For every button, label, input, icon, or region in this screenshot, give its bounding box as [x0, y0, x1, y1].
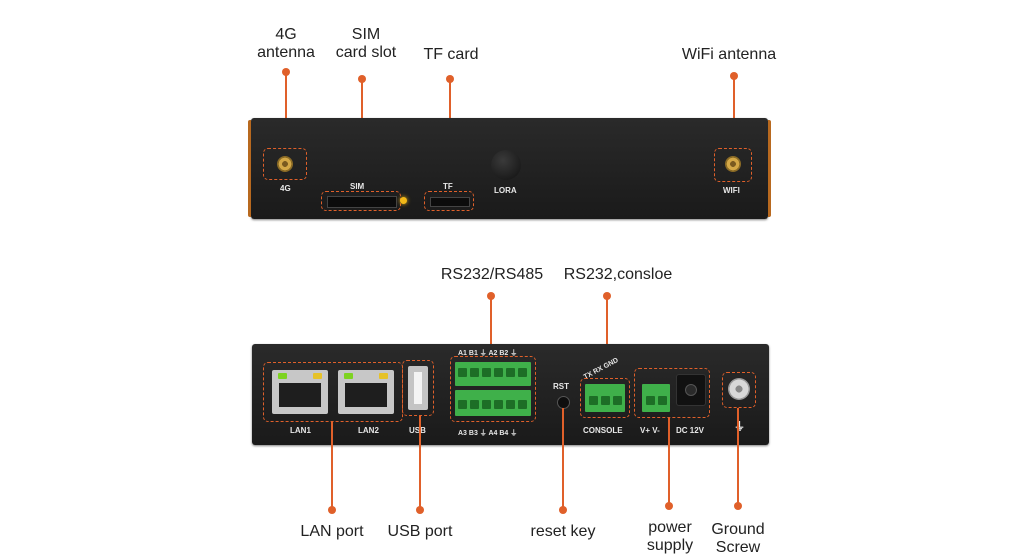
- ground-screw-icon[interactable]: [728, 378, 750, 400]
- callout-ground-line2: Screw: [715, 539, 761, 556]
- console-terminal-highlight: [580, 378, 630, 418]
- callout-tf-card: TF card: [423, 46, 479, 63]
- label-dc-12v: DC 12V: [676, 426, 705, 435]
- callout-ground-line1: Ground: [711, 521, 765, 538]
- terminal-pin: [506, 400, 515, 409]
- callout-ground-screw: Ground Screw: [702, 521, 774, 557]
- label-terminal-top: A1 B1 ⏚ A2 B2 ⏚: [458, 350, 518, 357]
- callout-lan-port: LAN port: [300, 523, 364, 540]
- terminal-pin: [458, 368, 467, 377]
- terminal-pin: [518, 368, 527, 377]
- 4g-antenna-highlight: [263, 148, 307, 180]
- top-device-panel: 4G SIM TF LORA WIFI: [248, 118, 771, 219]
- callout-rs232-console: RS232,consloe: [563, 266, 673, 283]
- callout-sim-line2: card slot: [335, 44, 397, 61]
- lan1-activity-led-icon: [313, 373, 322, 379]
- label-lan2: LAN2: [358, 426, 379, 435]
- usb-tongue: [414, 372, 422, 404]
- terminal-pin: [518, 400, 527, 409]
- callout-line-usb: [419, 416, 421, 508]
- callout-4g-antenna-line1: 4G: [275, 26, 297, 43]
- lan1-link-led-icon: [278, 373, 287, 379]
- callout-power-supply: power supply: [638, 519, 702, 555]
- label-rst: RST: [553, 382, 569, 391]
- label-usb: USB: [409, 426, 426, 435]
- lora-port-cap: [491, 150, 521, 180]
- power-pin-negative: [658, 396, 667, 405]
- callout-line-reset: [562, 408, 564, 508]
- console-pin-tx: [589, 396, 598, 405]
- 4g-antenna-connector-icon: [277, 156, 293, 172]
- terminal-block-highlight: [450, 356, 536, 422]
- terminal-pin: [470, 400, 479, 409]
- callout-4g-antenna: 4G antenna: [254, 26, 318, 62]
- callout-line-lan: [331, 422, 333, 508]
- lan1-socket: [279, 383, 321, 407]
- terminal-pin: [494, 400, 503, 409]
- label-power-pins: V+ V-: [640, 426, 660, 435]
- label-lan1: LAN1: [290, 426, 311, 435]
- label-console: CONSOLE: [583, 426, 623, 435]
- console-pin-gnd: [613, 396, 622, 405]
- callout-dot-ground: [734, 502, 742, 510]
- callout-line-console: [606, 296, 608, 368]
- callout-power-line1: power: [648, 519, 692, 536]
- callout-reset-key: reset key: [530, 523, 596, 540]
- sim-status-led-icon: [400, 197, 407, 204]
- lan1-port[interactable]: [272, 370, 328, 414]
- wifi-antenna-highlight: [714, 148, 752, 182]
- sim-card-slot[interactable]: [327, 196, 397, 208]
- tf-card-slot[interactable]: [430, 197, 470, 207]
- wifi-antenna-connector-icon: [725, 156, 741, 172]
- lan2-activity-led-icon: [379, 373, 388, 379]
- label-wifi: WIFI: [723, 186, 740, 195]
- ground-symbol-icon: ⏚: [734, 421, 745, 433]
- lan2-link-led-icon: [344, 373, 353, 379]
- callout-power-line2: supply: [646, 537, 694, 554]
- console-pin-rx: [601, 396, 610, 405]
- power-input-highlight: [634, 368, 710, 418]
- terminal-pin: [482, 400, 491, 409]
- terminal-pin: [494, 368, 503, 377]
- callout-sim-line1: SIM: [351, 26, 381, 43]
- callout-dot-usb: [416, 506, 424, 514]
- callout-sim-card-slot: SIM card slot: [328, 26, 404, 62]
- usb-port-highlight: [402, 360, 434, 416]
- label-lora: LORA: [494, 186, 517, 195]
- usb-port[interactable]: [408, 366, 428, 410]
- label-sim: SIM: [350, 182, 365, 191]
- callout-line-rs485: [490, 296, 492, 358]
- callout-line-power: [668, 418, 670, 504]
- power-pin-positive: [646, 396, 655, 405]
- callout-line-4g: [285, 72, 287, 152]
- tf-slot-highlight: [424, 191, 474, 211]
- callout-line-ground: [737, 408, 739, 504]
- terminal-pin: [470, 368, 479, 377]
- lan2-socket: [345, 383, 387, 407]
- callout-dot-lan: [328, 506, 336, 514]
- terminal-pin: [506, 368, 515, 377]
- callout-4g-antenna-line2: antenna: [257, 44, 315, 61]
- ground-screw-highlight: [722, 372, 756, 408]
- callout-wifi-antenna: WiFi antenna: [681, 46, 777, 63]
- dc-jack-hole: [685, 384, 697, 396]
- label-terminal-bottom: A3 B3 ⏚ A4 B4 ⏚: [458, 430, 518, 437]
- callout-rs232-rs485: RS232/RS485: [440, 266, 544, 283]
- callout-dot-reset: [559, 506, 567, 514]
- label-tf: TF: [443, 182, 453, 191]
- callout-usb-port: USB port: [387, 523, 453, 540]
- callout-dot-power: [665, 502, 673, 510]
- top-panel-edge-right: [768, 120, 771, 217]
- dc-jack-port[interactable]: [676, 374, 706, 406]
- callout-line-wifi: [733, 76, 735, 152]
- terminal-pin: [458, 400, 467, 409]
- lan2-port[interactable]: [338, 370, 394, 414]
- label-4g: 4G: [280, 184, 291, 193]
- bottom-device-panel: LAN1 LAN2 USB A1 B1 ⏚ A2 B2 ⏚ A3 B3 ⏚ A4…: [252, 344, 769, 445]
- top-panel-edge-left: [248, 120, 251, 217]
- terminal-pin: [482, 368, 491, 377]
